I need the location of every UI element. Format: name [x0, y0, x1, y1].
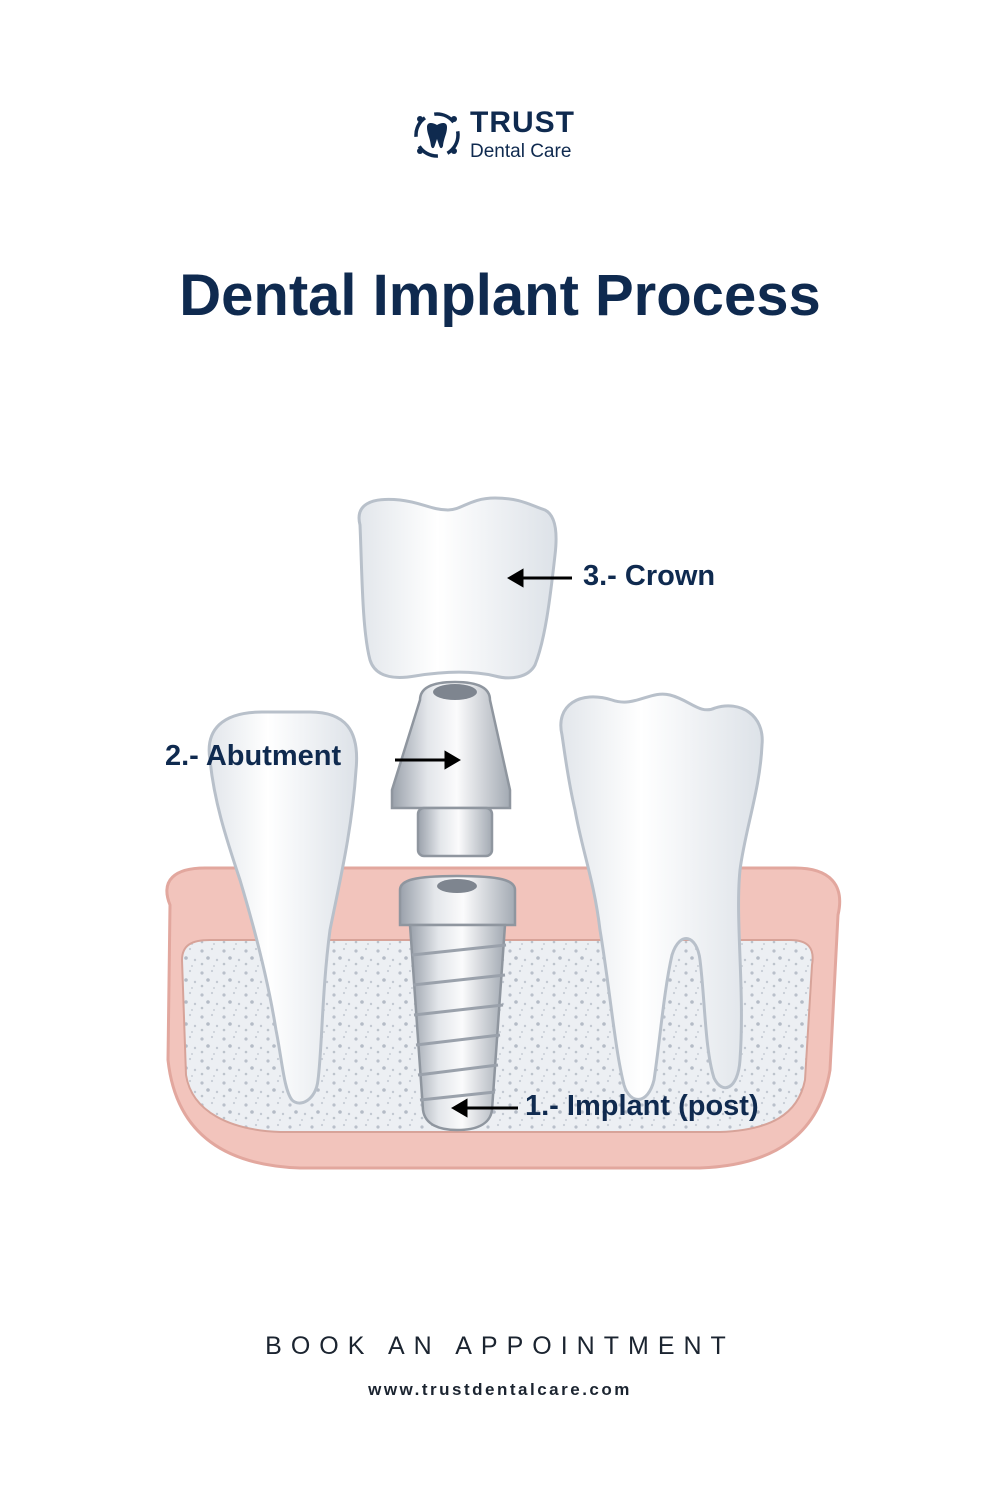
logo-brand: TRUST	[470, 106, 575, 139]
logo: TRUST Dental Care	[412, 108, 575, 161]
implant-post	[398, 874, 517, 1132]
tooth-icon	[414, 111, 460, 158]
crown-arrow	[507, 568, 572, 588]
crown-label: 3.- Crown	[583, 560, 716, 592]
left-tooth	[207, 710, 359, 1105]
page-title: Dental Implant Process	[179, 263, 821, 328]
abutment-arrow	[395, 750, 461, 770]
implant-arrow	[451, 1098, 518, 1118]
logo-subtitle: Dental Care	[470, 141, 572, 162]
crown	[357, 496, 558, 680]
abutment	[390, 680, 512, 858]
implant-label: 1.- Implant (post)	[525, 1090, 759, 1122]
website-link[interactable]: www.trustdentalcare.com	[368, 1380, 632, 1399]
right-tooth	[559, 692, 764, 1101]
abutment-label: 2.- Abutment	[165, 740, 342, 772]
book-appointment-link[interactable]: BOOK AN APPOINTMENT	[265, 1332, 735, 1360]
